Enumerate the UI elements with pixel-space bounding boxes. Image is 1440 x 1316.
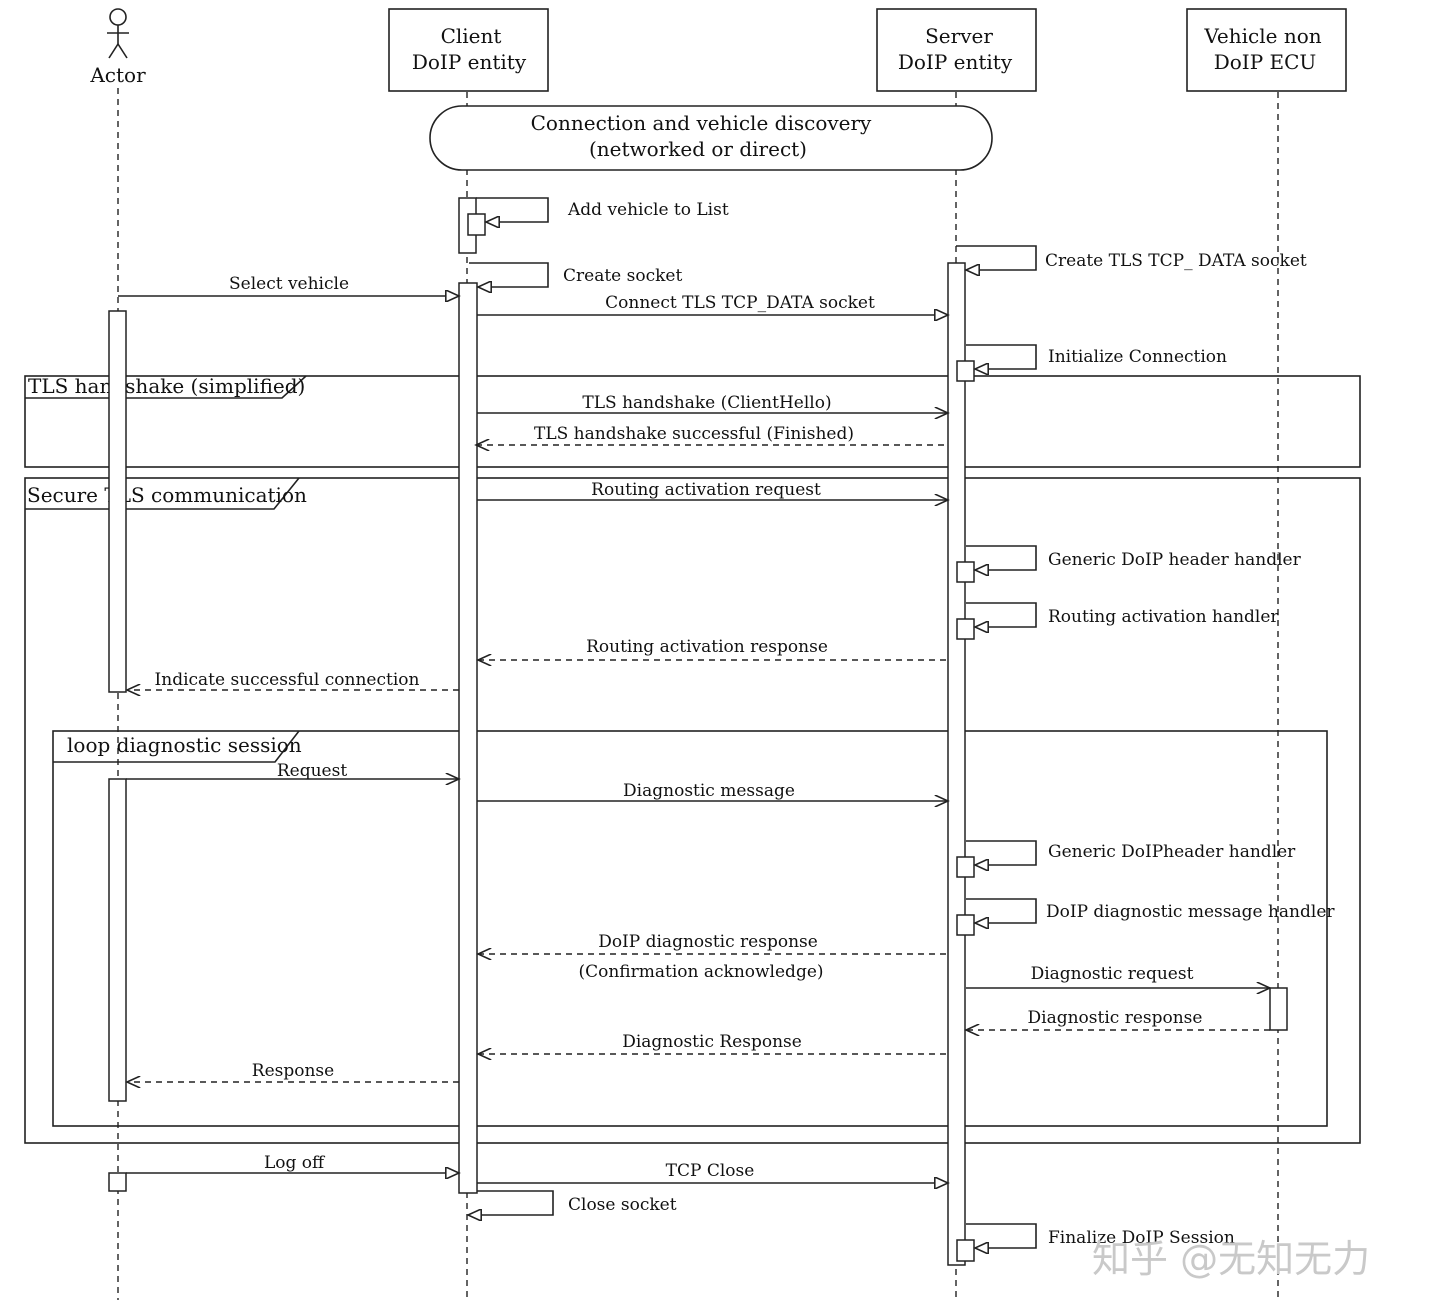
loop-frame-label: loop diagnostic session bbox=[67, 733, 302, 757]
finished-message: TLS handshake successful (Finished) bbox=[476, 424, 944, 445]
generic-header-2-message: Generic DoIPheader handler bbox=[966, 840, 1296, 865]
ecu-label-line1: Vehicle non bbox=[1203, 24, 1321, 48]
diag-response-ecu-label: Diagnostic response bbox=[1028, 1008, 1203, 1028]
doip-diag-response-message: DoIP diagnostic response (Confirmation a… bbox=[478, 932, 946, 982]
init-connection-message: Initialize Connection bbox=[966, 344, 1227, 369]
routing-response-label: Routing activation response bbox=[586, 637, 828, 657]
loop-frame: loop diagnostic session bbox=[52, 730, 1328, 1127]
secure-tls-frame: Secure TLS communication bbox=[24, 477, 1361, 1144]
server-activation-init bbox=[956, 360, 975, 382]
tls-handshake-frame: TLS handshake (simplified) bbox=[24, 374, 1361, 468]
doip-diag-response-label: DoIP diagnostic response bbox=[598, 932, 818, 952]
request-message: Request bbox=[126, 761, 459, 781]
create-tls-socket-message: Create TLS TCP_ DATA socket bbox=[956, 245, 1307, 271]
discovery-line2: (networked or direct) bbox=[589, 137, 807, 161]
routing-response-message: Routing activation response bbox=[478, 637, 946, 660]
client-hello-message: TLS handshake (ClientHello) bbox=[477, 393, 948, 413]
add-vehicle-label: Add vehicle to List bbox=[567, 200, 729, 220]
ecu-label-line2: DoIP ECU bbox=[1214, 50, 1317, 74]
routing-request-message: Routing activation request bbox=[477, 480, 948, 500]
indicate-label: Indicate successful connection bbox=[155, 670, 420, 690]
routing-request-label: Routing activation request bbox=[591, 480, 821, 500]
tls-handshake-frame-label: TLS handshake (simplified) bbox=[28, 374, 305, 398]
tcp-close-message: TCP Close bbox=[477, 1161, 948, 1183]
client-sub-activation bbox=[467, 213, 486, 236]
actor-head-icon bbox=[109, 8, 127, 26]
discovery-line1: Connection and vehicle discovery bbox=[531, 111, 872, 135]
server-activation-header2 bbox=[956, 856, 975, 878]
diag-msg-handler-label: DoIP diagnostic message handler bbox=[1046, 902, 1335, 922]
ecu-activation bbox=[1269, 987, 1288, 1031]
diag-request-label: Diagnostic request bbox=[1031, 964, 1194, 984]
close-socket-message: Close socket bbox=[468, 1190, 677, 1215]
log-off-message: Log off bbox=[126, 1153, 459, 1173]
client-hello-label: TLS handshake (ClientHello) bbox=[582, 393, 831, 413]
request-label: Request bbox=[277, 761, 347, 781]
diag-response-label: Diagnostic Response bbox=[622, 1032, 802, 1052]
client-participant: Client DoIP entity bbox=[388, 8, 549, 92]
generic-header-1-message: Generic DoIP header handler bbox=[966, 545, 1302, 570]
diag-msg-handler-message: DoIP diagnostic message handler bbox=[966, 898, 1335, 923]
create-tls-socket-label: Create TLS TCP_ DATA socket bbox=[1045, 251, 1307, 271]
actor-activation-logoff bbox=[108, 1172, 127, 1192]
watermark: 知乎 @无知无力 bbox=[1092, 1237, 1370, 1281]
routing-handler-message: Routing activation handler bbox=[966, 602, 1279, 627]
server-label-line2: DoIP entity bbox=[898, 50, 1013, 74]
diag-response-message: Diagnostic Response bbox=[478, 1032, 946, 1054]
generic-header-2-label: Generic DoIPheader handler bbox=[1048, 842, 1296, 862]
server-activation-finalize bbox=[956, 1239, 975, 1262]
discovery-ref: Connection and vehicle discovery (networ… bbox=[429, 105, 993, 171]
tcp-close-label: TCP Close bbox=[666, 1161, 755, 1181]
diag-response-ecu-message: Diagnostic response bbox=[966, 1008, 1270, 1030]
connect-tls-label: Connect TLS TCP_DATA socket bbox=[605, 293, 875, 313]
create-socket-label: Create socket bbox=[563, 266, 682, 286]
response-label: Response bbox=[252, 1061, 334, 1081]
secure-tls-frame-label: Secure TLS communication bbox=[27, 483, 307, 507]
client-label-line1: Client bbox=[441, 24, 502, 48]
server-activation-routing bbox=[956, 618, 975, 640]
server-activation-main bbox=[947, 262, 966, 1266]
add-vehicle-message: Add vehicle to List bbox=[476, 197, 729, 222]
init-connection-label: Initialize Connection bbox=[1048, 347, 1227, 367]
actor-label: Actor bbox=[89, 63, 146, 87]
diag-request-message: Diagnostic request bbox=[966, 964, 1270, 988]
finalize-message: Finalize DoIP Session bbox=[966, 1223, 1235, 1248]
server-label-line1: Server bbox=[925, 24, 993, 48]
create-socket-message: Create socket bbox=[469, 262, 682, 287]
diag-message-label: Diagnostic message bbox=[623, 781, 795, 801]
actor-participant: Actor bbox=[89, 8, 146, 87]
ecu-participant: Vehicle non DoIP ECU bbox=[1186, 8, 1347, 92]
select-vehicle-message: Select vehicle bbox=[118, 274, 459, 296]
routing-handler-label: Routing activation handler bbox=[1048, 607, 1279, 627]
diag-message-message: Diagnostic message bbox=[477, 781, 948, 801]
server-activation-header1 bbox=[956, 561, 975, 583]
finished-label: TLS handshake successful (Finished) bbox=[534, 424, 854, 444]
select-vehicle-label: Select vehicle bbox=[229, 274, 349, 294]
generic-header-1-label: Generic DoIP header handler bbox=[1048, 550, 1302, 570]
server-participant: Server DoIP entity bbox=[876, 8, 1037, 92]
response-message: Response bbox=[127, 1061, 459, 1082]
confirmation-label: (Confirmation acknowledge) bbox=[578, 962, 823, 982]
indicate-message: Indicate successful connection bbox=[127, 670, 459, 690]
connect-tls-message: Connect TLS TCP_DATA socket bbox=[477, 293, 948, 315]
client-label-line2: DoIP entity bbox=[412, 50, 527, 74]
actor-activation-loop bbox=[108, 778, 127, 1102]
finalize-label: Finalize DoIP Session bbox=[1048, 1228, 1235, 1248]
server-activation-diaghandler bbox=[956, 914, 975, 936]
client-activation-main bbox=[458, 282, 478, 1194]
log-off-label: Log off bbox=[264, 1153, 326, 1173]
close-socket-label: Close socket bbox=[568, 1195, 677, 1215]
actor-activation-connect bbox=[108, 310, 127, 693]
